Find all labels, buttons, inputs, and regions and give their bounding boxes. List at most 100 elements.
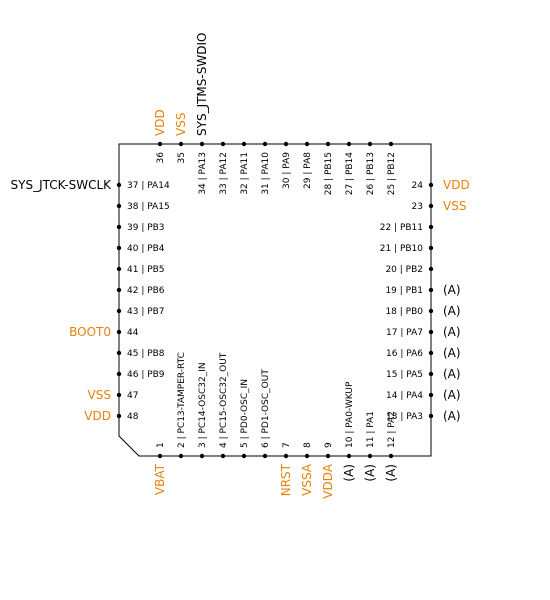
pin-label-38-pa15: 38 | PA15 [127,202,170,212]
pin-dot-40-pb4 [116,245,122,251]
pin-label-45-pb8: 45 | PB8 [127,349,165,359]
pin-dot-34-pa13 [199,141,205,147]
pin-dot-17-pa7 [428,329,434,335]
pin-label-46-pb9: 46 | PB9 [127,370,165,380]
pin-dot-21-pb10 [428,245,434,251]
pin-label-7: 7 [282,442,292,448]
pin-dot-23 [428,203,434,209]
pin-dot-41-pb5 [116,266,122,272]
pin-label-42-pb6: 42 | PB6 [127,286,165,296]
pin-dot-42-pb6 [116,287,122,293]
pin-dot-16-pa6 [428,350,434,356]
pin-label-1: 1 [156,442,166,448]
pin-dot-11-pa1 [367,453,373,459]
signal-label-a: (A) [363,464,377,482]
signal-label-sys-jtms-swdio: SYS_JTMS-SWDIO [195,33,209,136]
pin-dot-22-pb11 [428,224,434,230]
pin-dot-47 [116,392,122,398]
pin-dot-7 [283,453,289,459]
pin-label-2-pc13-tamper-rtc: 2 | PC13-TAMPER-RTC [177,352,187,448]
pin-dot-44 [116,329,122,335]
pin-dot-38-pa15 [116,203,122,209]
pin-label-10-pa0-wkup: 10 | PA0-WKUP [345,381,355,448]
signal-label-vss: VSS [88,388,111,402]
pin-label-11-pa1: 11 | PA1 [366,411,376,448]
pin-label-30-pa9: 30 | PA9 [282,152,292,189]
signal-label-a: (A) [443,304,461,318]
signal-label-vdd: VDD [153,109,167,136]
pin-label-12-pa2: 12 | PA2 [387,411,397,448]
pin-label-25-pb12: 25 | PB12 [387,152,397,195]
pin-label-37-pa14: 37 | PA14 [127,181,170,191]
signal-label-boot0: BOOT0 [69,325,111,339]
pin-dot-4-pc15-osc32-out [220,453,226,459]
pin-dot-32-pa11 [241,141,247,147]
pin-label-15-pa5: 15 | PA5 [386,370,423,380]
pin-dot-33-pa12 [220,141,226,147]
signal-label-a: (A) [443,283,461,297]
pin-label-22-pb11: 22 | PB11 [380,223,423,233]
pin-dot-1 [157,453,163,459]
pins-group: 37 | PA14 SYS_JTCK-SWCLK 38 | PA15 39 | PB3… [11,33,470,499]
signal-label-vbat: VBAT [153,463,167,495]
pin-dot-3-pc14-osc32-in [199,453,205,459]
pin-label-20-pb2: 20 | PB2 [385,265,423,275]
signal-label-sys-jtck-swclk: SYS_JTCK-SWCLK [11,178,113,192]
signal-label-a: (A) [443,346,461,360]
pin-dot-46-pb9 [116,371,122,377]
pin-dot-18-pb0 [428,308,434,314]
pin-label-8: 8 [303,442,313,448]
pin-dot-5-pd0-osc-in [241,453,247,459]
pin-label-21-pb10: 21 | PB10 [380,244,424,254]
pin-label-29-pa8: 29 | PA8 [303,152,313,189]
signal-label-vss: VSS [174,113,188,136]
pin-label-41-pb5: 41 | PB5 [127,265,165,275]
pin-dot-26-pb13 [367,141,373,147]
pin-dot-31-pa10 [262,141,268,147]
signal-label-a: (A) [443,367,461,381]
signal-label-nrst: NRST [279,463,293,496]
pin-label-44: 44 [127,328,139,338]
pin-label-31-pa10: 31 | PA10 [261,152,271,195]
pin-dot-2-pc13-tamper-rtc [178,453,184,459]
pin-dot-37-pa14 [116,182,122,188]
pin-label-19-pb1: 19 | PB1 [385,286,423,296]
pin-label-18-pb0: 18 | PB0 [385,307,423,317]
signal-label-a: (A) [443,325,461,339]
pin-label-28-pb15: 28 | PB15 [324,152,334,195]
pin-label-34-pa13: 34 | PA13 [198,152,208,195]
pin-dot-6-pd1-osc-out [262,453,268,459]
pin-dot-43-pb7 [116,308,122,314]
pin-label-43-pb7: 43 | PB7 [127,307,165,317]
signal-label-vss: VSS [443,199,466,213]
signal-label-a: (A) [342,464,356,482]
pin-label-26-pb13: 26 | PB13 [366,152,376,195]
signal-label-a: (A) [443,409,461,423]
pin-label-33-pa12: 33 | PA12 [219,152,229,195]
pin-label-17-pa7: 17 | PA7 [386,328,423,338]
signal-label-a: (A) [384,464,398,482]
pin-label-14-pa4: 14 | PA4 [386,391,423,401]
pin-dot-9 [325,453,331,459]
pin-label-39-pb3: 39 | PB3 [127,223,165,233]
pin-label-23: 23 [412,202,423,212]
pin-label-36: 36 [156,152,166,164]
pin-dot-10-pa0-wkup [346,453,352,459]
pin-dot-8 [304,453,310,459]
pin-label-13-pa3: 13 | PA3 [386,412,423,422]
pin-dot-14-pa4 [428,392,434,398]
pin-label-48: 48 [127,412,139,422]
pin-dot-13-pa3 [428,413,434,419]
pin-dot-36 [157,141,163,147]
pin-label-5-pd0-osc-in: 5 | PD0-OSC_IN [240,379,250,448]
pin-dot-27-pb14 [346,141,352,147]
pin-dot-15-pa5 [428,371,434,377]
pin-label-47: 47 [127,391,138,401]
pin-label-6-pd1-osc-out: 6 | PD1-OSC_OUT [261,369,271,448]
pin-dot-30-pa9 [283,141,289,147]
pin-dot-20-pb2 [428,266,434,272]
pin-dot-28-pb15 [325,141,331,147]
pin-label-40-pb4: 40 | PB4 [127,244,165,254]
signal-label-vdd: VDD [84,409,111,423]
